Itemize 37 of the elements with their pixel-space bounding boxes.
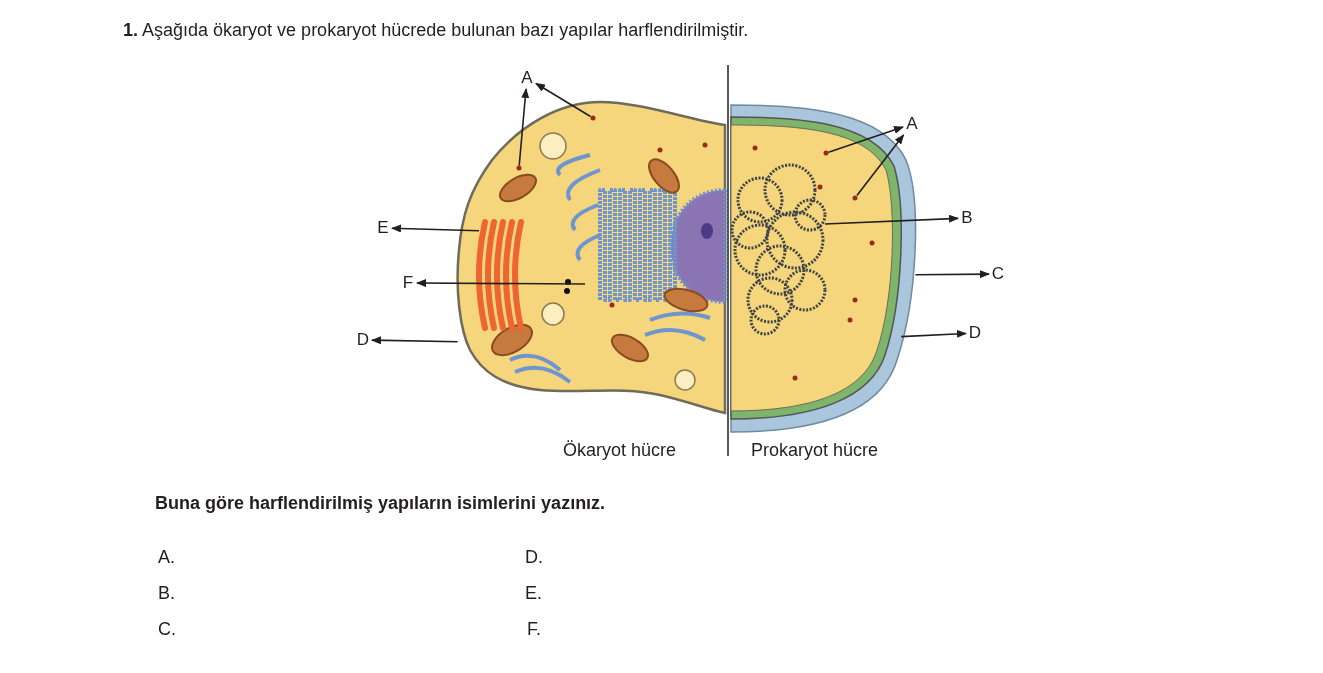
leader-arrow bbox=[856, 134, 905, 197]
answer-letter: A. bbox=[158, 546, 175, 568]
question-text: Buna göre harflendirilmiş yapıların isimlerini yazınız. bbox=[155, 492, 606, 514]
leader-arrow bbox=[371, 336, 459, 345]
cell-caption: Prokaryot hücre bbox=[751, 439, 879, 461]
ribosome-dot bbox=[852, 195, 858, 201]
leader-arrow bbox=[535, 82, 592, 118]
callout-letter: E bbox=[375, 218, 391, 238]
callout-letter: F bbox=[400, 273, 416, 293]
answer-letter: E. bbox=[525, 582, 542, 604]
cell-wall-layer bbox=[730, 104, 917, 433]
centriole-dots bbox=[564, 279, 571, 294]
cell-membrane-outline bbox=[456, 100, 727, 415]
callout-letter: D bbox=[355, 330, 371, 350]
leader-arrow bbox=[416, 279, 586, 288]
callout-letter: A bbox=[904, 114, 920, 134]
leader-arrow bbox=[518, 88, 530, 167]
question-heading: 1. Aşağıda ökaryot ve prokaryot hücrede bulunan bazı yapılar harflendirilmiştir. bbox=[123, 19, 749, 41]
answer-letter: F. bbox=[527, 618, 541, 640]
leader-arrow bbox=[900, 329, 967, 338]
ribosome-dot bbox=[590, 115, 596, 121]
answer-letter: B. bbox=[158, 582, 175, 604]
ribosome-dot bbox=[823, 150, 829, 156]
leader-arrow bbox=[827, 126, 904, 153]
callout-letter: B bbox=[959, 208, 975, 228]
answer-letter: D. bbox=[525, 546, 543, 568]
answer-letter: C. bbox=[158, 618, 176, 640]
leader-arrow bbox=[391, 224, 480, 233]
leader-arrow bbox=[824, 214, 959, 225]
dna-coil-drawing bbox=[730, 163, 827, 336]
callout-letter: D bbox=[967, 323, 983, 343]
leader-arrow bbox=[914, 270, 990, 279]
callout-letter: A bbox=[519, 68, 535, 88]
golgi-drawing bbox=[476, 219, 524, 331]
cell-caption: Ökaryot hücre bbox=[563, 439, 677, 461]
ribosome-dot bbox=[516, 165, 522, 171]
callout-letter: C bbox=[990, 264, 1006, 284]
